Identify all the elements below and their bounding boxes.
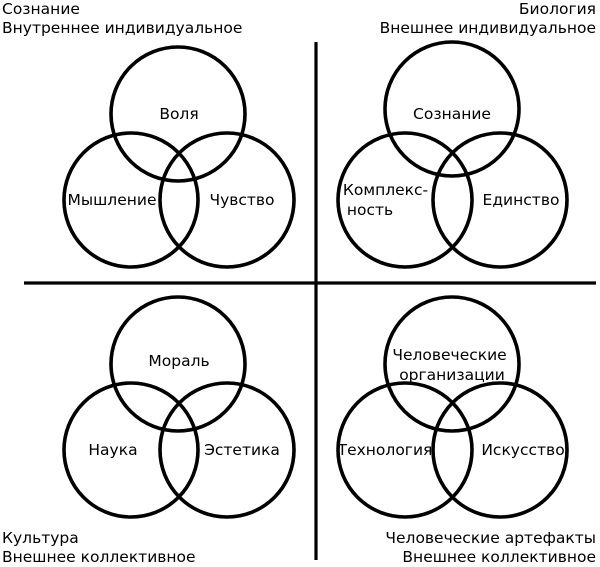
heading-subtitle: Внешнее индивидуальное — [379, 19, 596, 37]
heading-title: Культура — [2, 529, 79, 547]
venn-label-right: Единство — [483, 191, 560, 209]
quadrant-heading-bottom-right: Человеческие артефакты Внешнее коллектив… — [385, 529, 596, 567]
heading-title: Человеческие артефакты — [385, 529, 596, 547]
venn-circle-top — [383, 295, 521, 433]
venn-label-top: Сознание — [413, 105, 491, 123]
venn-circle-left — [62, 381, 200, 519]
venn-label-top: Человеческие организации — [392, 346, 511, 384]
heading-title: Биология — [518, 0, 596, 18]
venn-label-right: Искусство — [481, 441, 564, 459]
heading-title: Сознание — [2, 0, 80, 18]
quadrant-heading-top-left: Сознание Внутреннее индивидуальное — [2, 0, 242, 38]
venn-circle-right — [431, 131, 569, 269]
venn-circle-right — [158, 131, 296, 269]
venn-circle-top — [109, 295, 247, 433]
venn-label-right: Эстетика — [204, 441, 280, 459]
venn-label-top: Мораль — [148, 352, 209, 370]
venn-top-left: Воля Мышление Чувство — [62, 45, 296, 269]
venn-label-left: Технология — [337, 441, 433, 459]
heading-subtitle: Внутреннее индивидуальное — [2, 19, 243, 37]
venn-label-right: Чувство — [209, 191, 274, 209]
venn-circle-top — [109, 45, 247, 183]
venn-label-left: Наука — [88, 441, 137, 459]
venn-circle-left — [336, 381, 474, 519]
quadrant-heading-bottom-left: Культура Внешнее коллективное — [2, 529, 196, 567]
heading-subtitle: Внешнее коллективное — [2, 548, 196, 566]
venn-circle-right — [431, 381, 569, 519]
venn-top-right: Сознание Комплекс- ность Единство — [336, 40, 569, 269]
venn-circle-left — [336, 131, 474, 269]
quadrant-heading-top-right: Биология Внешнее индивидуальное — [380, 0, 596, 38]
venn-label-top: Воля — [159, 105, 198, 123]
venn-circle-right — [158, 381, 296, 519]
venn-circle-left — [62, 131, 200, 269]
heading-subtitle: Внешнее коллективное — [402, 548, 596, 566]
venn-bottom-left: Мораль Наука Эстетика — [62, 295, 296, 519]
venn-circle-top — [383, 40, 521, 178]
venn-bottom-right: Человеческие организации Технология Иску… — [336, 295, 569, 519]
venn-label-left: Комплекс- ность — [343, 181, 433, 219]
venn-label-left: Мышление — [68, 191, 157, 209]
